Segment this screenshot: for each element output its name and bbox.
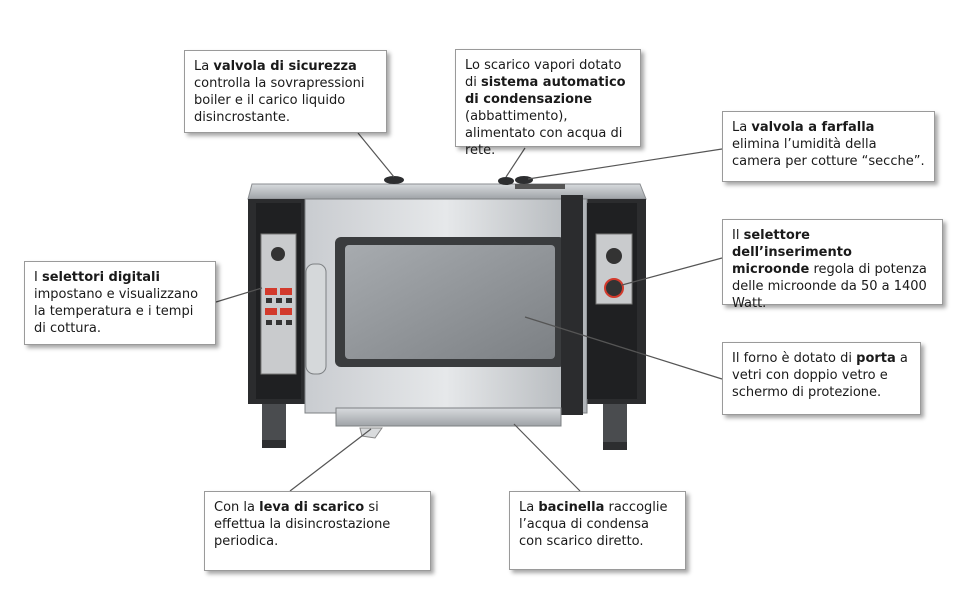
callout-keyword: bacinella <box>538 500 605 515</box>
callout-text: I <box>34 270 42 285</box>
butterfly-valve-knob <box>515 176 533 184</box>
callout-keyword: porta <box>856 351 896 366</box>
callout-text: impostano e visualizzano la temperatura … <box>34 287 199 336</box>
microwave-selector-knob <box>604 278 624 298</box>
callout-tray: La bacinella raccoglie l’acqua di conden… <box>509 491 686 570</box>
callout-text: a vetri con doppio vetro e schermo di pr… <box>732 351 908 400</box>
callout-text: (abbattimento), alimentato con acqua di … <box>465 109 623 158</box>
callout-text: controlla la sovrapressioni boiler e il … <box>194 76 365 125</box>
callout-text: Con la <box>214 500 260 515</box>
callout-text: La <box>194 59 214 74</box>
oven-leg-right <box>603 400 627 450</box>
callout-keyword: selettore dell’inserimento microonde <box>732 228 852 277</box>
callout-safety-valve: La valvola di sicurezza controlla la sov… <box>184 50 387 133</box>
callout-keyword: valvola di sicurezza <box>213 59 357 74</box>
callout-butterfly-valve: La valvola a farfalla elimina l’umidità … <box>722 111 935 182</box>
condensate-tray <box>335 407 562 427</box>
callout-text: regola di potenza delle microonde da 50 … <box>732 262 927 311</box>
drain-lever <box>359 427 383 439</box>
callout-door: Il forno è dotato di porta a vetri con d… <box>722 342 921 415</box>
callout-text: raccoglie l’acqua di condensa con scaric… <box>519 500 668 549</box>
callout-steam-exhaust: Lo scarico vapori dotato di sistema auto… <box>455 49 641 158</box>
callout-text: Lo scarico vapori dotato di <box>465 58 622 90</box>
callout-microwave-selector: Il selettore dell’inserimento microonde … <box>722 219 943 311</box>
callout-keyword: leva di scarico <box>259 500 365 515</box>
callout-keyword: valvola a farfalla <box>751 120 875 135</box>
callout-text: Il <box>732 228 744 243</box>
safety-valve-knob <box>384 176 404 184</box>
callout-digital-selectors: I selettori digitali impostano e visuali… <box>24 261 216 345</box>
callout-text: elimina l’umidità della camera per cottu… <box>732 137 925 169</box>
oven-leg-left <box>262 398 286 448</box>
callout-text: Il forno è dotato di <box>732 351 857 366</box>
callout-drain-lever: Con la leva di scarico si effettua la di… <box>204 491 431 571</box>
oven-top <box>247 183 647 200</box>
callout-text: La <box>519 500 539 515</box>
callout-text: La <box>732 120 752 135</box>
door-handle <box>305 263 327 375</box>
callout-keyword: selettori digitali <box>41 270 160 285</box>
callout-keyword: sistema automatico di condensazione <box>465 75 626 107</box>
callout-text: si effettua la disincrostazione periodic… <box>214 500 391 549</box>
